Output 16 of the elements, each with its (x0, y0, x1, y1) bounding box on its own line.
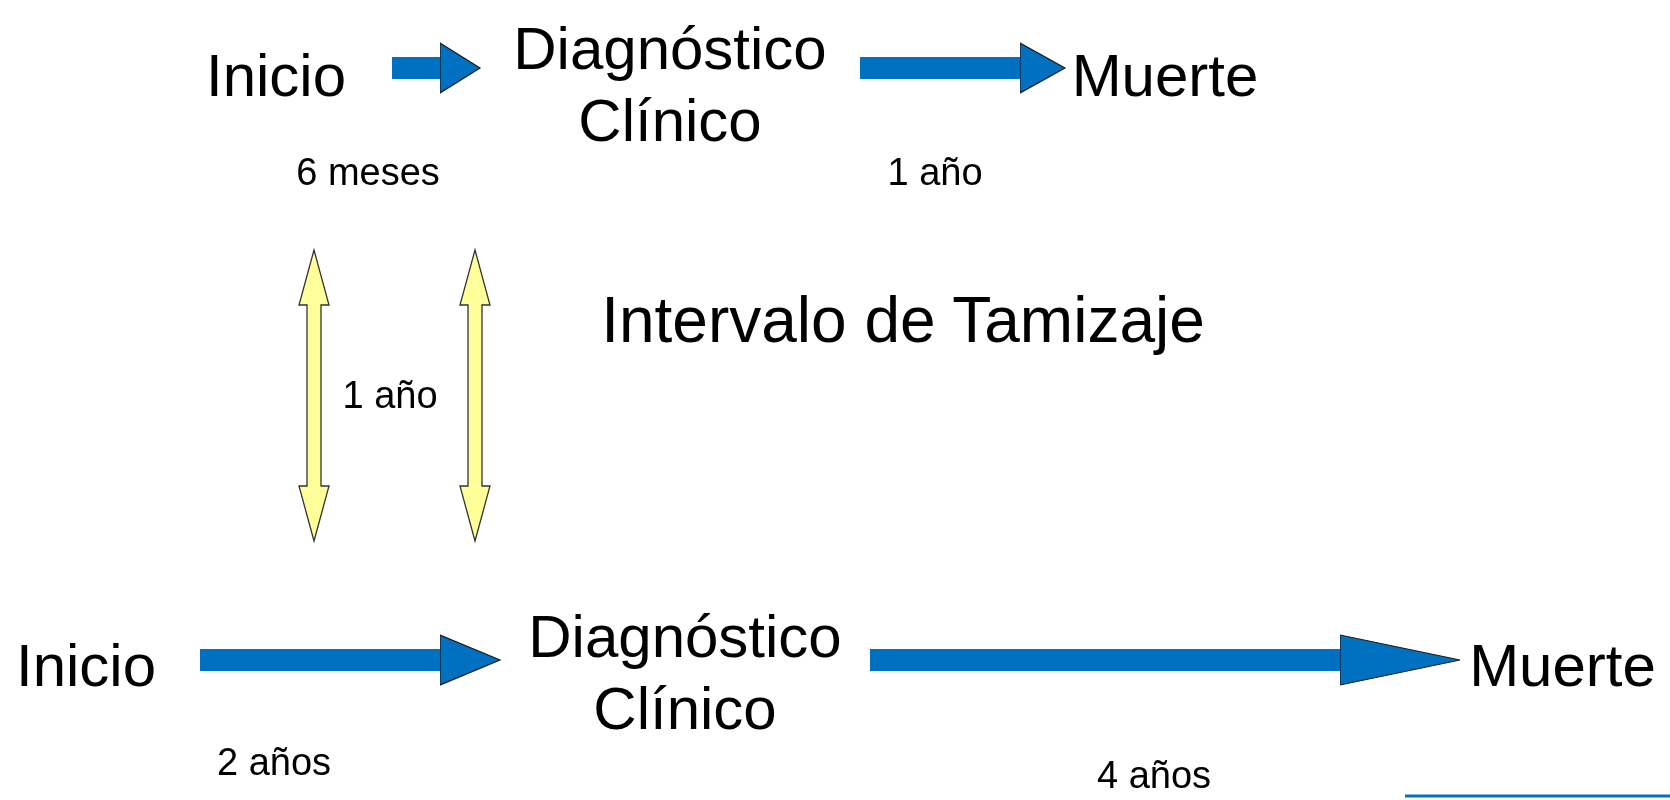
block-arrow (200, 634, 501, 686)
stage-text: Diagnóstico Clínico (527, 602, 843, 744)
duration-label: 6 meses (296, 150, 440, 194)
duration-label: 1 año (887, 150, 983, 194)
block-arrow (860, 42, 1066, 94)
stage-text: Diagnóstico Clínico (512, 14, 828, 156)
stage-text: Inicio (206, 40, 348, 111)
duration-label: 2 años (216, 740, 332, 784)
stage-text: Inicio (16, 630, 158, 701)
block-arrow (392, 42, 481, 94)
stage-text: Muerte (1468, 630, 1657, 701)
annotation-text: Intervalo de Tamizaje (601, 283, 1205, 357)
duration-label: 4 años (1096, 753, 1212, 797)
block-arrow (870, 634, 1461, 686)
stage-text: Muerte (1070, 40, 1260, 111)
annotation-text: 1 año (342, 373, 438, 417)
